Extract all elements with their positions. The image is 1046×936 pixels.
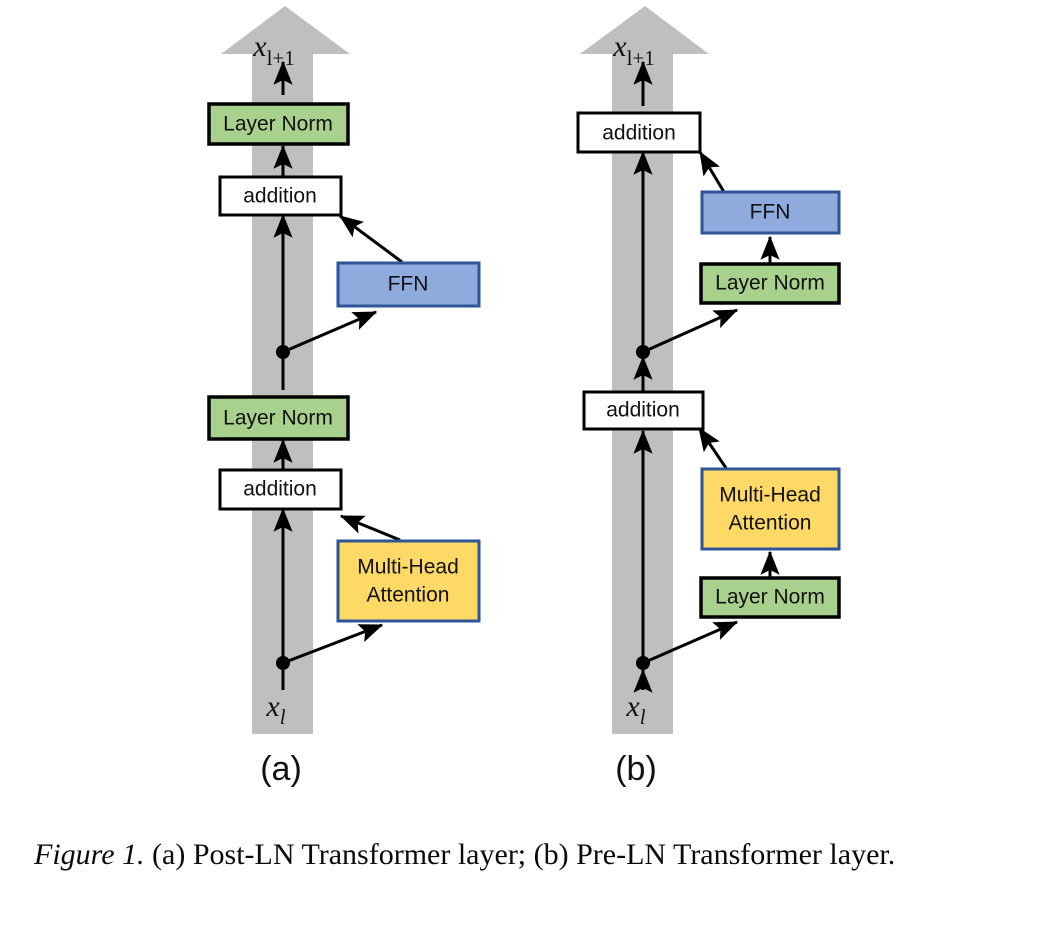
block-label: Layer Norm: [715, 272, 825, 295]
block-addition-a-bottom[interactable]: addition: [218, 468, 343, 511]
block-label: Layer Norm: [223, 113, 333, 136]
block-ffn-a[interactable]: FFN: [336, 261, 481, 308]
block-label: addition: [602, 122, 676, 145]
input-label-a: xl: [265, 690, 285, 729]
block-label: FFN: [750, 201, 791, 224]
block-label: FFN: [388, 273, 429, 296]
block-label: Layer Norm: [715, 586, 825, 609]
block-addition-b-bottom[interactable]: addition: [582, 390, 705, 431]
figure-caption-text: (a) Post-LN Transformer layer; (b) Pre-L…: [144, 838, 896, 871]
block-label-line2: Attention: [729, 512, 812, 535]
block-label: addition: [243, 478, 317, 501]
block-label: Layer Norm: [223, 407, 333, 430]
block-layer-norm-a-mid[interactable]: Layer Norm: [207, 395, 350, 441]
block-addition-a-top[interactable]: addition: [218, 175, 343, 217]
block-label: addition: [606, 399, 680, 422]
panel-b: xl+1 xl: [576, 6, 841, 788]
panel-label-b: (b): [615, 750, 657, 788]
block-multi-head-attention-b[interactable]: Multi-Head Attention: [700, 467, 841, 551]
block-multi-head-attention-a[interactable]: Multi-Head Attention: [336, 539, 481, 623]
figure-number: Figure 1.: [34, 838, 145, 871]
block-label-line2: Attention: [367, 584, 450, 607]
block-layer-norm-a-top[interactable]: Layer Norm: [207, 102, 350, 146]
block-label-line1: Multi-Head: [719, 484, 821, 507]
block-addition-b-top[interactable]: addition: [576, 111, 702, 154]
block-ffn-b[interactable]: FFN: [700, 190, 841, 235]
block-layer-norm-b-bottom[interactable]: Layer Norm: [699, 576, 841, 619]
block-label: addition: [243, 185, 317, 208]
panel-a: xl+1 xl Layer Norm: [207, 6, 481, 788]
block-layer-norm-b-top[interactable]: Layer Norm: [699, 262, 841, 305]
panel-label-a: (a): [260, 750, 302, 788]
input-label-b: xl: [625, 690, 645, 729]
transformer-layer-diagram: xl+1 xl Layer Norm: [207, 6, 841, 788]
figure-caption: Figure 1. (a) Post-LN Transformer layer;…: [34, 834, 1014, 875]
block-label-line1: Multi-Head: [357, 556, 459, 579]
